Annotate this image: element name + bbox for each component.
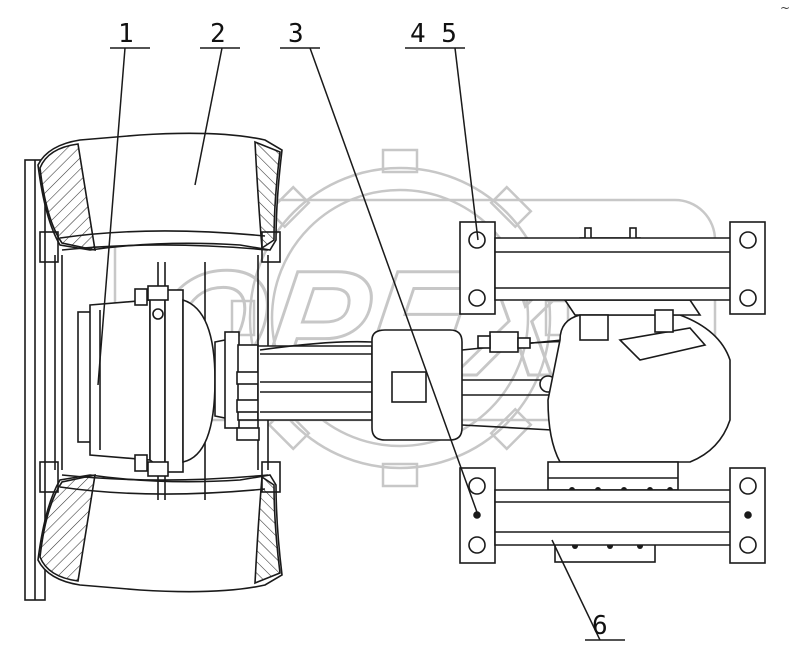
hub-cover — [164, 289, 184, 473]
corner-mark: ~ — [780, 1, 790, 15]
callout-1-leader — [97, 47, 126, 386]
hub-motor — [77, 285, 216, 477]
callout-3-leader — [309, 47, 479, 516]
lower-mount-bracket — [459, 467, 766, 564]
axle-shaft — [214, 331, 373, 441]
callout-45-leader — [454, 47, 479, 241]
callout-2-leader — [194, 47, 223, 186]
tire-lower — [37, 474, 283, 593]
upper-mount-bracket — [459, 221, 766, 315]
callout-1-label: 1 — [118, 19, 134, 49]
callout-2-label: 2 — [210, 19, 226, 49]
wheel-assembly — [24, 132, 283, 601]
callout-3-label: 3 — [288, 19, 304, 49]
callout-45-label: 4 5 — [410, 19, 457, 49]
callouts — [97, 47, 625, 641]
callout-6-label: 6 — [592, 611, 608, 641]
callout-6-leader — [551, 539, 601, 641]
tire-upper — [37, 132, 283, 251]
